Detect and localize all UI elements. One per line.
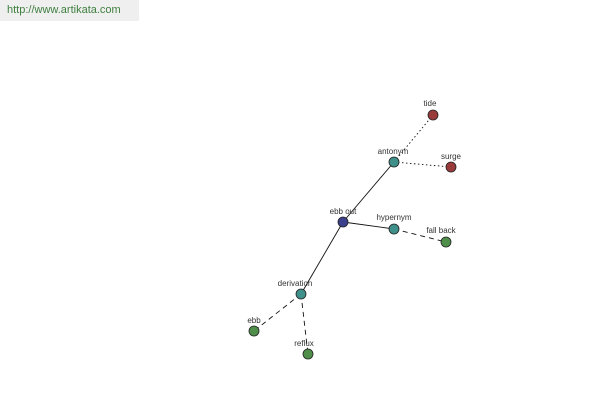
node-tide[interactable]: tide (424, 99, 439, 121)
node-marker-antonym[interactable] (388, 156, 400, 168)
edge-derivation-ebb (253, 293, 302, 332)
node-label-derivation[interactable]: derivation (278, 279, 313, 288)
edge-center-antonym (342, 161, 395, 223)
node-marker-tide[interactable] (427, 109, 439, 121)
node-label-ebb[interactable]: ebb (247, 316, 261, 325)
node-derivation[interactable]: derivation (278, 279, 313, 300)
node-antonym[interactable]: antonym (378, 147, 409, 168)
node-label-fall_back[interactable]: fall back (426, 226, 456, 235)
node-marker-ebb[interactable] (248, 325, 260, 337)
edge-antonym-surge (393, 161, 452, 168)
nodes-layer: ebb out antonym hypernym derivation tide surg… (247, 99, 462, 360)
node-marker-surge[interactable] (445, 161, 457, 173)
node-label-hypernym[interactable]: hypernym (376, 213, 411, 222)
node-hypernym[interactable]: hypernym (376, 213, 412, 235)
node-label-antonym[interactable]: antonym (378, 147, 409, 156)
node-label-surge[interactable]: surge (441, 152, 462, 161)
node-marker-derivation[interactable] (295, 288, 307, 300)
node-surge[interactable]: surge (441, 152, 462, 173)
node-marker-center[interactable] (337, 216, 349, 228)
edges-layer (253, 114, 452, 355)
node-label-reflux[interactable]: reflux (294, 339, 314, 348)
node-label-tide[interactable]: tide (424, 99, 437, 108)
source-url-banner[interactable]: http://www.artikata.com (0, 0, 139, 21)
node-marker-reflux[interactable] (302, 348, 314, 360)
node-ebb[interactable]: ebb (247, 316, 261, 337)
edge-derivation-reflux (300, 293, 309, 355)
node-marker-hypernym[interactable] (388, 223, 400, 235)
edge-center-hypernym (342, 221, 395, 230)
edge-center-derivation (300, 221, 344, 295)
node-reflux[interactable]: reflux (294, 339, 314, 360)
node-label-center[interactable]: ebb out (330, 207, 357, 216)
node-center[interactable]: ebb out (330, 207, 357, 228)
node-marker-fall_back[interactable] (440, 236, 452, 248)
node-fall_back[interactable]: fall back (426, 226, 457, 248)
